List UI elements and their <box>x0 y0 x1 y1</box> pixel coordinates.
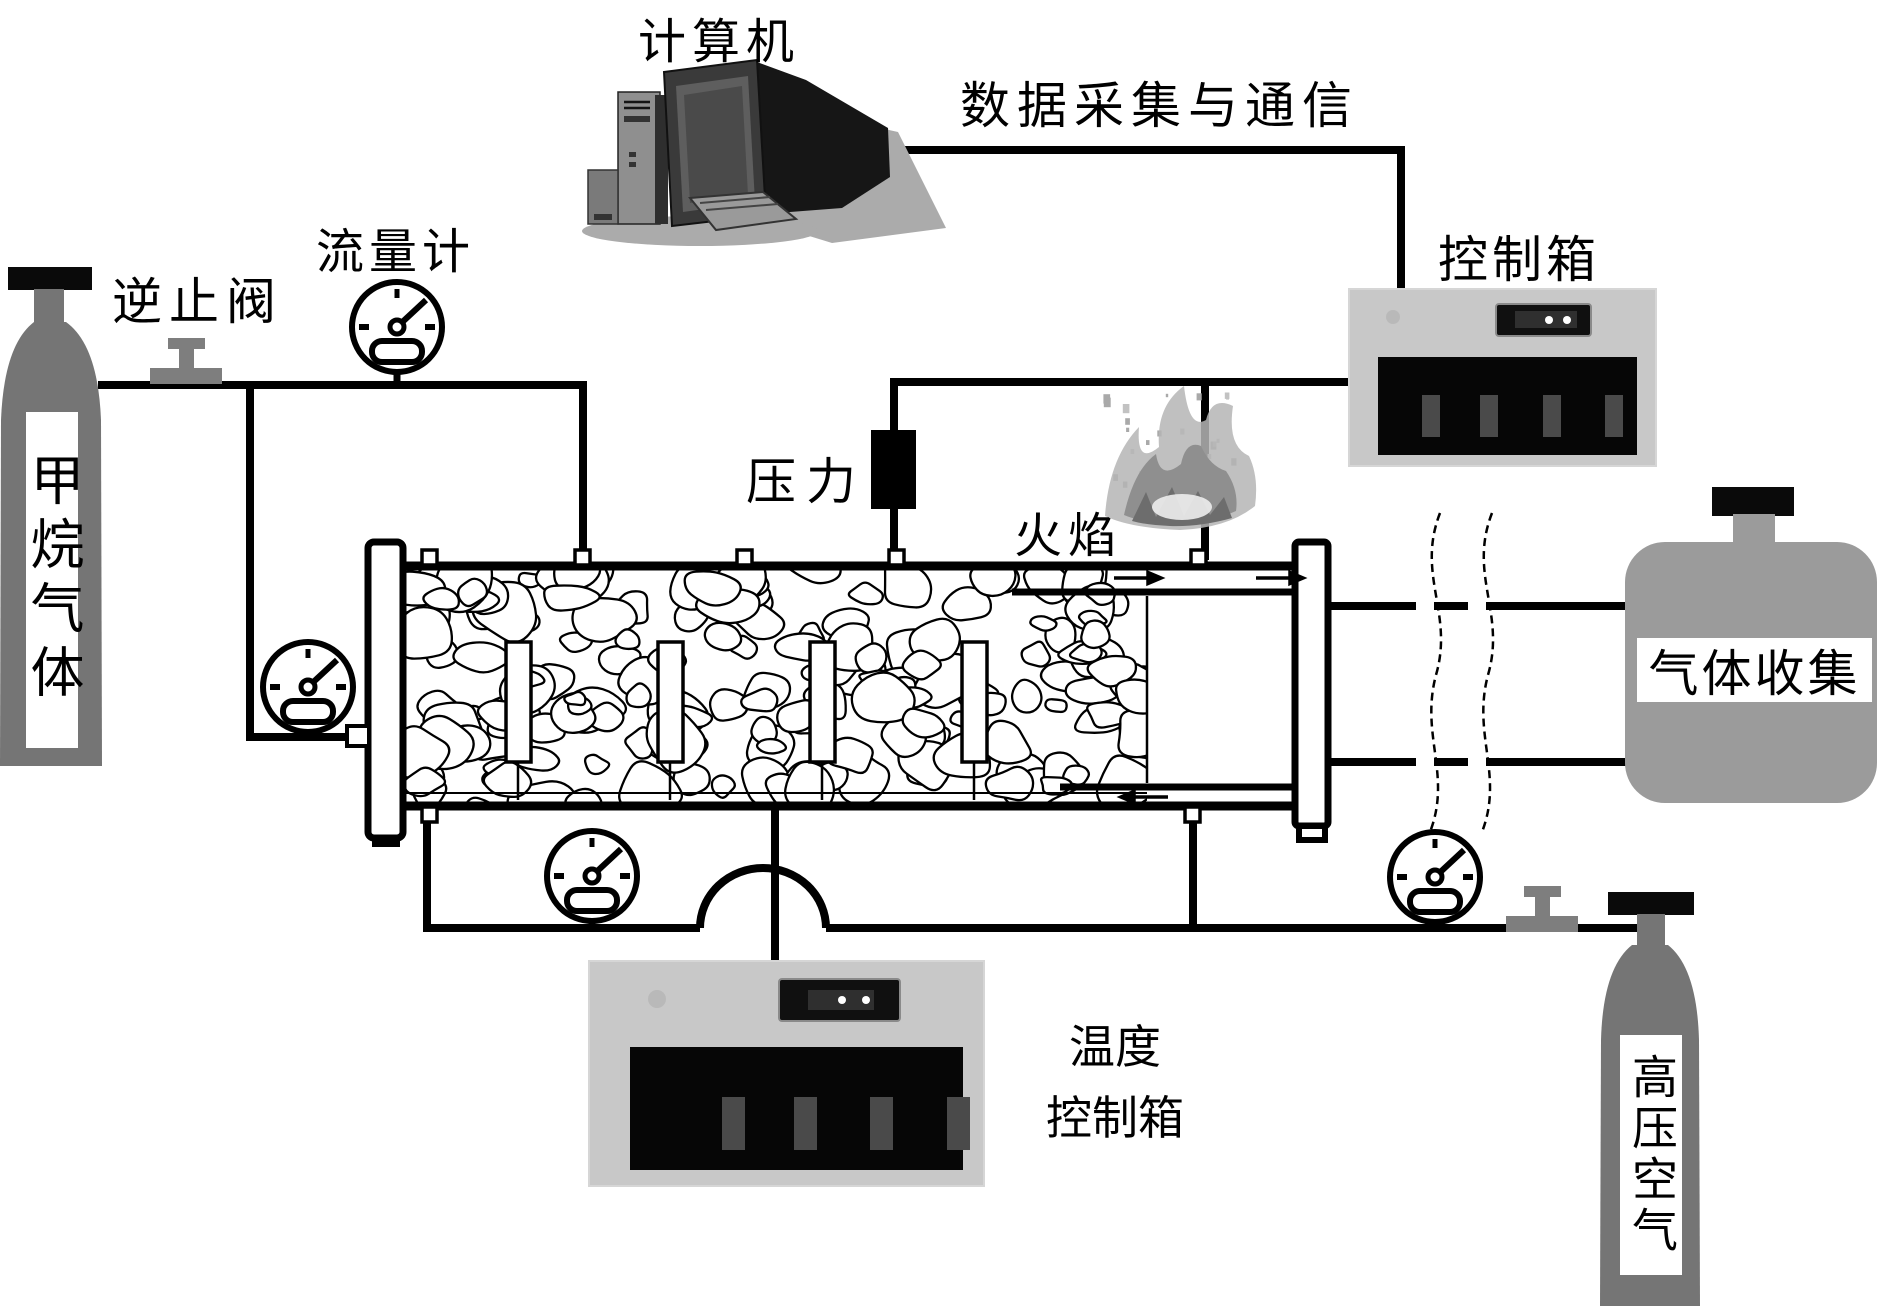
methane-label-strip: 甲烷气体 <box>22 412 82 748</box>
temp-box-display <box>778 978 901 1022</box>
air-label-strip: 高压空气 <box>1620 1035 1682 1275</box>
hose-wave-right <box>1480 512 1495 833</box>
flow-meter-label: 流量计 <box>316 226 476 279</box>
desktop-computer-icon <box>582 58 946 246</box>
port-bottom-right <box>1183 805 1202 824</box>
porous-media <box>406 570 1147 803</box>
control-box-panel <box>1378 357 1637 455</box>
pressure-label: 压力 <box>746 454 866 510</box>
high-pressure-air-label: 高压空气 <box>1626 1053 1677 1257</box>
tank-cap <box>1712 487 1794 516</box>
temp-label-line2: 控制箱 <box>1046 1093 1184 1145</box>
air-valve-icon <box>1506 886 1578 932</box>
control-box-display <box>1495 303 1592 337</box>
control-box-label: 控制箱 <box>1438 232 1600 288</box>
temp-label-line1: 温度 <box>1069 1022 1161 1073</box>
piping-and-wiring <box>98 146 1640 962</box>
check-valve-label: 逆止阀 <box>112 274 283 330</box>
gas-collection-label: 气体收集 <box>1648 646 1861 702</box>
port-1 <box>420 548 439 567</box>
computer-label: 计算机 <box>638 16 801 69</box>
open-chamber <box>1150 598 1293 781</box>
port-4 <box>887 548 906 567</box>
methane-cylinder-cap <box>8 267 92 290</box>
port-3 <box>735 548 754 567</box>
purge-gauge-right-icon <box>1390 832 1480 922</box>
reactor-vessel <box>345 538 1332 847</box>
flame-icon <box>1103 386 1257 530</box>
flow-meter-gauge-icon <box>352 282 442 372</box>
gas-collection-label-strip: 气体收集 <box>1637 638 1872 702</box>
temp-box-panel <box>630 1047 970 1170</box>
hose-break-marks <box>1416 512 1495 833</box>
pressure-transducer <box>871 430 916 509</box>
inlet-pressure-gauge-icon <box>263 642 353 732</box>
check-valve-icon <box>150 338 222 384</box>
air-line-bridge-arc <box>696 864 830 929</box>
air-cylinder-cap <box>1608 892 1694 915</box>
thermocouple-bars <box>504 640 989 800</box>
inlet-fitting <box>345 724 371 748</box>
control-box <box>1348 288 1657 467</box>
port-2 <box>573 548 592 567</box>
temp-control-label: 温度 控制箱 <box>998 1012 1232 1155</box>
right-flange <box>1291 538 1332 830</box>
left-flange <box>364 538 407 842</box>
purge-gauge-left-icon <box>547 831 637 921</box>
hose-wave-left <box>1428 512 1443 833</box>
port-5 <box>1189 548 1208 567</box>
flame-label: 火焰 <box>1014 510 1123 563</box>
flow-arrows <box>1114 569 1308 806</box>
port-bottom-left <box>420 805 439 824</box>
methane-gas-label: 甲烷气体 <box>22 452 82 708</box>
data-acquisition-label: 数据采集与通信 <box>960 78 1359 134</box>
temperature-control-box <box>588 960 985 1187</box>
